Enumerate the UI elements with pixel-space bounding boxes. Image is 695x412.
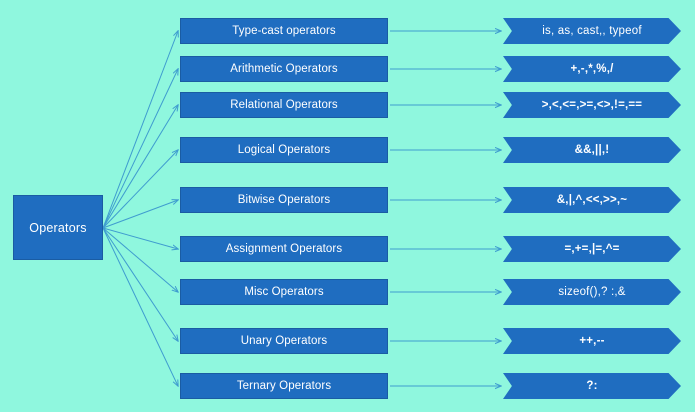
- symbols-node-label: sizeof(),? :,&: [558, 286, 626, 298]
- category-node-label: Logical Operators: [237, 144, 331, 156]
- symbols-node-label: &&,||,!: [574, 144, 610, 156]
- symbols-node-unary-operators[interactable]: ++,--: [503, 328, 681, 354]
- symbols-node-logical-operators[interactable]: &&,||,!: [503, 137, 681, 163]
- symbols-node-arithmetic-operators[interactable]: +,-,*,%,/: [503, 56, 681, 82]
- root-node-operators[interactable]: Operators: [13, 195, 103, 260]
- edge-root-to-misc-operators: [102, 227, 178, 292]
- category-node-label: Assignment Operators: [225, 243, 343, 255]
- category-node-type-cast-operators[interactable]: Type-cast operators: [180, 18, 388, 44]
- symbols-node-label: &,|,^,<<,>>,~: [556, 194, 628, 206]
- symbols-node-label: >,<,<=,>=,<>,!=,==: [541, 99, 643, 111]
- root-node-label: Operators: [29, 220, 87, 235]
- symbols-node-label: is, as, cast,, typeof: [542, 25, 642, 37]
- symbols-node-assignment-operators[interactable]: =,+=,|=,^=: [503, 236, 681, 262]
- symbols-node-label: ?:: [586, 380, 598, 392]
- category-node-ternary-operators[interactable]: Ternary Operators: [180, 373, 388, 399]
- category-node-misc-operators[interactable]: Misc Operators: [180, 279, 388, 305]
- edge-root-to-relational-operators: [102, 105, 178, 229]
- category-node-label: Arithmetic Operators: [230, 63, 338, 75]
- symbols-node-label: =,+=,|=,^=: [564, 243, 620, 255]
- symbols-node-relational-operators[interactable]: >,<,<=,>=,<>,!=,==: [503, 92, 681, 118]
- category-node-label: Ternary Operators: [236, 380, 332, 392]
- category-node-relational-operators[interactable]: Relational Operators: [180, 92, 388, 118]
- category-node-label: Unary Operators: [240, 335, 328, 347]
- symbols-node-ternary-operators[interactable]: ?:: [503, 373, 681, 399]
- edge-root-to-assignment-operators: [102, 227, 178, 249]
- category-node-label: Type-cast operators: [232, 25, 336, 37]
- category-node-logical-operators[interactable]: Logical Operators: [180, 137, 388, 163]
- edge-root-to-bitwise-operators: [102, 200, 178, 229]
- symbols-node-bitwise-operators[interactable]: &,|,^,<<,>>,~: [503, 187, 681, 213]
- edge-root-to-arithmetic-operators: [102, 69, 178, 229]
- symbols-node-label: ++,--: [579, 335, 605, 347]
- category-node-unary-operators[interactable]: Unary Operators: [180, 328, 388, 354]
- edge-root-to-unary-operators: [102, 227, 178, 341]
- category-node-label: Misc Operators: [244, 286, 324, 298]
- edge-root-to-ternary-operators: [102, 227, 178, 386]
- category-node-label: Bitwise Operators: [237, 194, 331, 206]
- category-node-assignment-operators[interactable]: Assignment Operators: [180, 236, 388, 262]
- category-node-bitwise-operators[interactable]: Bitwise Operators: [180, 187, 388, 213]
- category-node-arithmetic-operators[interactable]: Arithmetic Operators: [180, 56, 388, 82]
- symbols-node-misc-operators[interactable]: sizeof(),? :,&: [503, 279, 681, 305]
- edge-root-to-logical-operators: [102, 150, 178, 229]
- symbols-node-label: +,-,*,%,/: [570, 63, 614, 75]
- category-node-label: Relational Operators: [230, 99, 338, 111]
- symbols-node-type-cast-operators[interactable]: is, as, cast,, typeof: [503, 18, 681, 44]
- edge-root-to-type-cast-operators: [102, 31, 178, 229]
